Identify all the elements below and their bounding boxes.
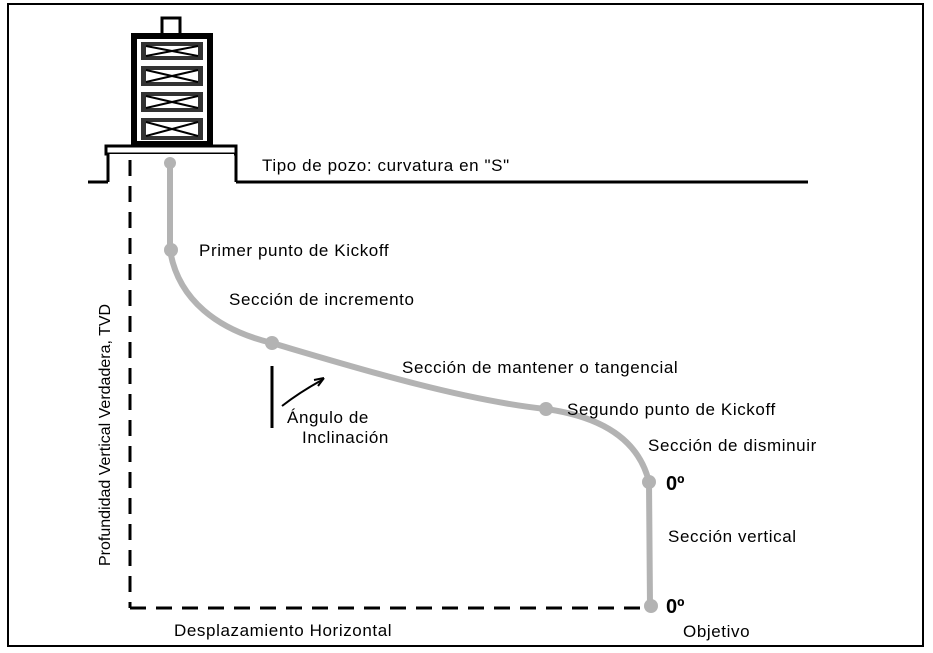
degree-label-lower: 0º: [666, 596, 684, 618]
build-section-label: Sección de incremento: [229, 290, 415, 309]
surface-point: [164, 157, 176, 169]
second-kickoff-point: [539, 402, 553, 416]
second-kickoff-label: Segundo punto de Kickoff: [567, 400, 776, 419]
target-label: Objetivo: [683, 622, 750, 641]
end-build-point: [265, 336, 279, 350]
horizontal-axis-label: Desplazamiento Horizontal: [174, 621, 392, 640]
first-kickoff-label: Primer punto de Kickoff: [199, 241, 389, 260]
angle-label-line2: Inclinación: [302, 428, 389, 447]
well-type-label: Tipo de pozo: curvatura en "S": [262, 156, 510, 175]
drop-section-label: Sección de disminuir: [648, 436, 817, 455]
hold-section-label: Sección de mantener o tangencial: [402, 358, 678, 377]
well-path: [167, 160, 653, 609]
angle-label-line1: Ángulo de: [287, 408, 369, 427]
first-kickoff-point: [164, 243, 178, 257]
end-drop-point: [642, 475, 656, 489]
vertical-section-label: Sección vertical: [668, 527, 797, 546]
target-point: [644, 599, 658, 613]
degree-label-upper: 0º: [666, 473, 684, 495]
tvd-axis-label: Profundidad Vertical Verdadera, TVD: [97, 304, 114, 566]
inclination-arc-arrow: [281, 379, 323, 407]
arrow-head-icon: [313, 377, 325, 387]
